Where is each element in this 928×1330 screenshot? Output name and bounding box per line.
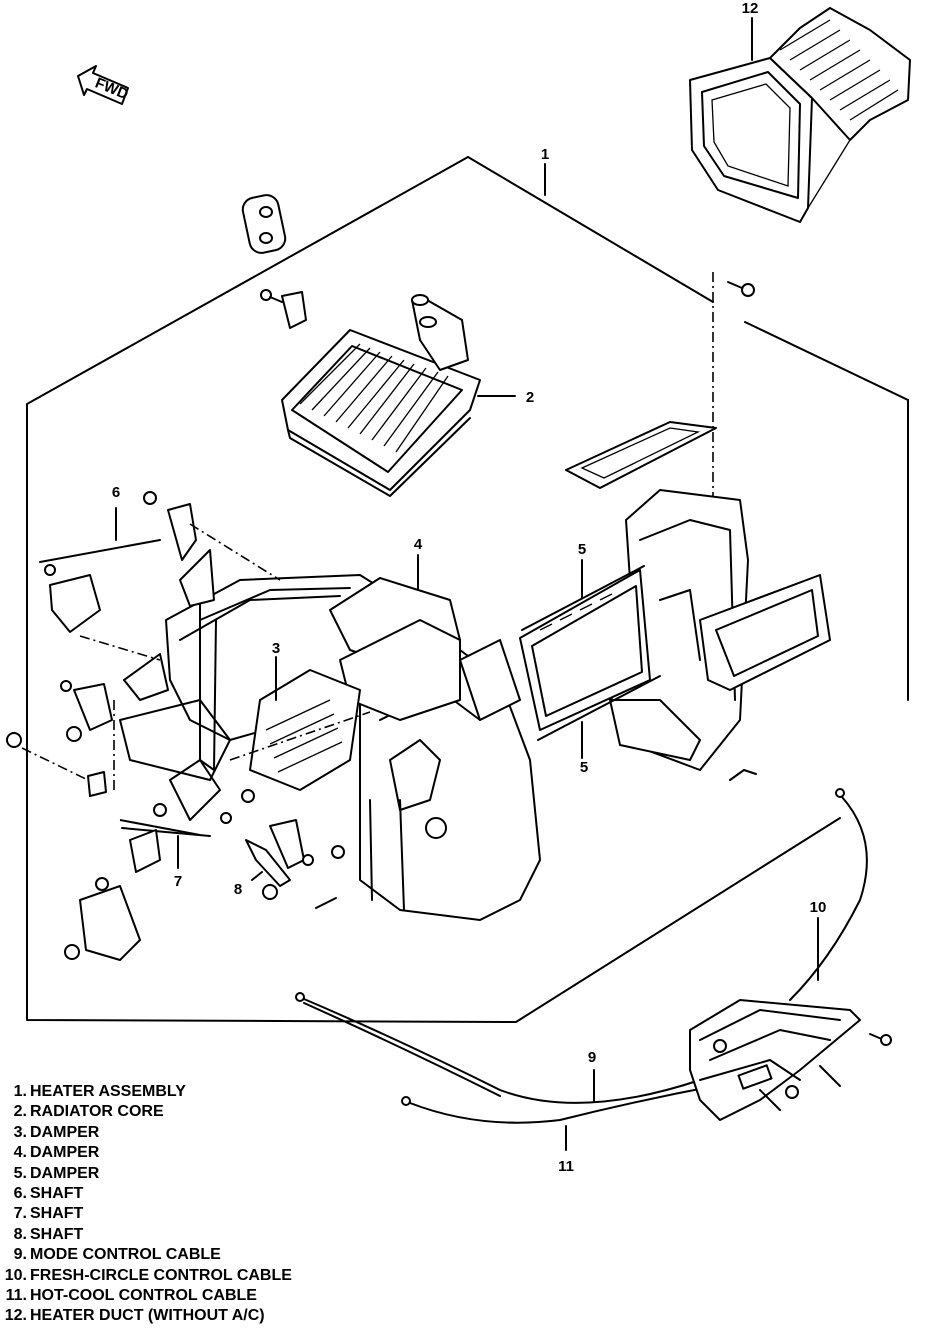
radiator-core	[281, 294, 481, 497]
left-linkage	[6, 491, 345, 961]
callout-11: 11	[558, 1158, 574, 1175]
callout-9: 9	[588, 1049, 596, 1066]
legend-num: 5.	[13, 1164, 27, 1182]
legend-num: 4.	[13, 1144, 27, 1162]
legend-text: DAMPER	[30, 1123, 100, 1141]
callout-4: 4	[414, 536, 423, 553]
legend-text: MODE CONTROL CABLE	[30, 1246, 221, 1264]
legend-text: RADIATOR CORE	[30, 1103, 164, 1121]
legend-item: 6.SHAFT	[0, 1184, 420, 1204]
screw-top-right	[727, 281, 755, 297]
damper-5	[519, 565, 661, 741]
heater-case	[119, 574, 541, 921]
control-lever-assembly	[689, 999, 892, 1121]
grommet	[241, 194, 287, 254]
callout-10: 10	[810, 899, 827, 916]
callout-5b: 5	[580, 759, 588, 776]
callout-7: 7	[174, 873, 182, 890]
fwd-arrow-icon: FWD	[77, 65, 131, 105]
legend-text: HEATER ASSEMBLY	[30, 1083, 186, 1100]
legend-num: 10.	[4, 1266, 27, 1284]
legend-item: 2.RADIATOR CORE	[0, 1102, 420, 1122]
assembly-boundary	[26, 156, 841, 1023]
legend-num: 2.	[13, 1103, 27, 1121]
legend-item: 11.HOT-COOL CONTROL CABLE	[0, 1286, 420, 1306]
legend-num: 1.	[13, 1083, 27, 1100]
callout-3: 3	[272, 640, 280, 657]
control-cables	[295, 788, 868, 1124]
legend-num: 12.	[4, 1307, 27, 1325]
heater-duct	[689, 7, 911, 223]
legend-item: 12.HEATER DUCT (WITHOUT A/C)	[0, 1306, 420, 1326]
legend-num: 3.	[13, 1123, 27, 1141]
legend-item: 8.SHAFT	[0, 1225, 420, 1245]
legend-item: 9.MODE CONTROL CABLE	[0, 1245, 420, 1265]
callout-8: 8	[234, 881, 242, 898]
legend-item: 7.SHAFT	[0, 1204, 420, 1224]
legend-num: 6.	[13, 1185, 27, 1203]
legend-text: SHAFT	[30, 1185, 84, 1203]
legend-num: 8.	[13, 1225, 27, 1243]
legend-text: SHAFT	[30, 1225, 84, 1243]
legend-num: 9.	[13, 1246, 27, 1264]
callout-12: 12	[742, 0, 759, 17]
legend-text: DAMPER	[30, 1144, 100, 1162]
legend-text: FRESH-CIRCLE CONTROL CABLE	[30, 1266, 292, 1284]
legend-num: 7.	[13, 1205, 27, 1223]
parts-legend: 1.HEATER ASSEMBLY 2.RADIATOR CORE 3.DAMP…	[0, 1082, 420, 1327]
legend-item: 3.DAMPER	[0, 1123, 420, 1143]
seal-pad	[565, 421, 717, 489]
legend-item: 4.DAMPER	[0, 1143, 420, 1163]
legend-text: DAMPER	[30, 1164, 100, 1182]
legend-item: 10.FRESH-CIRCLE CONTROL CABLE	[0, 1266, 420, 1286]
callout-1: 1	[541, 146, 549, 163]
screw-clip	[260, 289, 307, 329]
legend-item: 5.DAMPER	[0, 1164, 420, 1184]
blower-housing	[609, 489, 831, 781]
callout-5a: 5	[578, 541, 586, 558]
callout-6: 6	[112, 484, 120, 501]
callout-2: 2	[526, 389, 534, 406]
legend-num: 11.	[5, 1287, 27, 1305]
legend-text: HOT-COOL CONTROL CABLE	[30, 1287, 257, 1305]
legend-item: 1.HEATER ASSEMBLY	[0, 1082, 420, 1102]
legend-text: SHAFT	[30, 1205, 84, 1223]
legend-text: HEATER DUCT (WITHOUT A/C)	[30, 1307, 265, 1325]
